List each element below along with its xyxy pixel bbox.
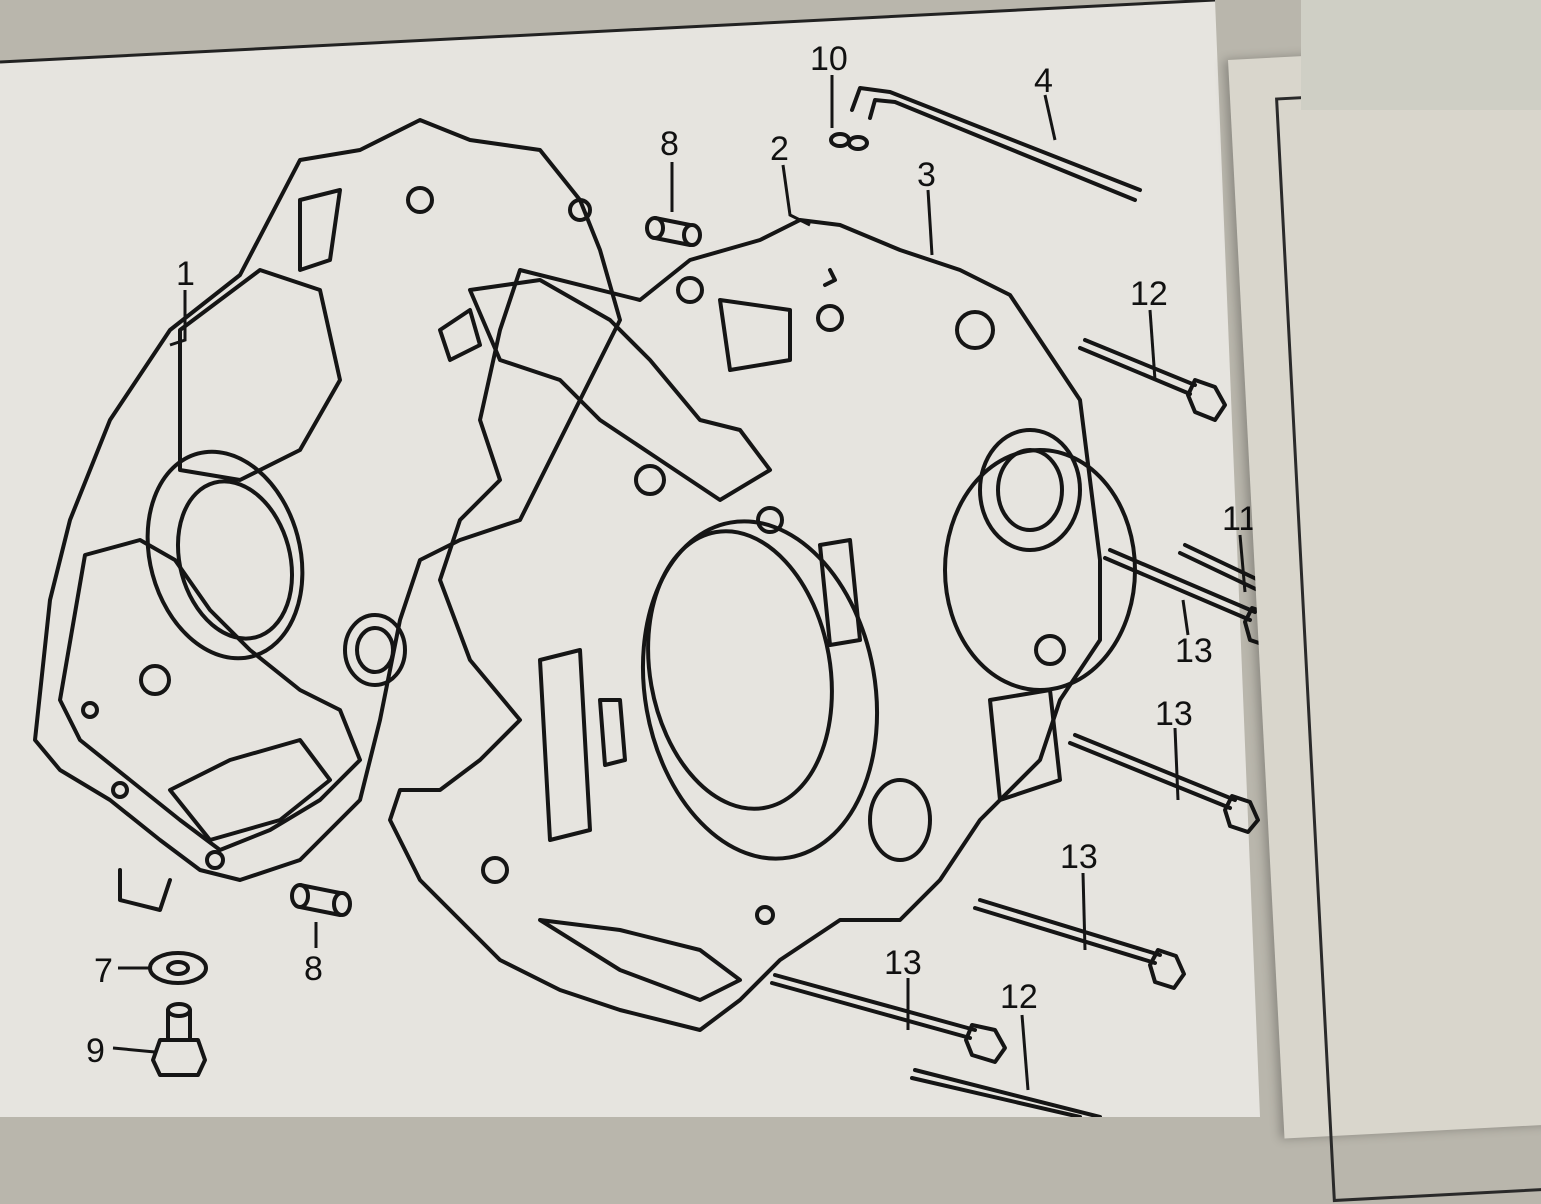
callout-13-b: 13 (1155, 695, 1193, 733)
drain-bolt (151, 1002, 207, 1077)
callout-10: 10 (810, 40, 848, 78)
manual-page: 1 2 3 4 7 8 8 9 10 11 12 12 13 13 13 13 (0, 0, 1314, 1117)
callout-7: 7 (94, 952, 113, 990)
crankcase-exploded-diagram: 1 2 3 4 7 8 8 9 10 11 12 12 13 13 13 13 (0, 0, 1314, 1117)
callout-3: 3 (917, 156, 936, 194)
callout-1: 1 (176, 255, 195, 293)
adjacent-page-frame (1275, 80, 1541, 1203)
callout-13-c: 13 (1060, 838, 1098, 876)
callout-8-bottom: 8 (304, 950, 323, 988)
bolt-13-c (973, 898, 1186, 990)
callout-13-a: 13 (1175, 632, 1213, 670)
callout-12-upper: 12 (1130, 275, 1168, 313)
callout-12-lower: 12 (1000, 978, 1038, 1016)
dowel-pin-bottom (290, 883, 352, 917)
breather-tube (850, 86, 1142, 202)
callout-13-d: 13 (884, 944, 922, 982)
left-crankcase-half (33, 118, 622, 912)
callout-8-top: 8 (660, 125, 679, 163)
callout-2: 2 (770, 130, 789, 168)
page-edge-strip (1301, 0, 1541, 110)
bolt-13-d (770, 973, 1007, 1064)
callout-9: 9 (86, 1032, 105, 1070)
hose-clip (829, 132, 869, 151)
leader-lines (112, 75, 1247, 1091)
dowel-pin-top (645, 216, 702, 247)
adjacent-page (1228, 42, 1541, 1203)
callout-4: 4 (1034, 62, 1053, 100)
bolt-13-b (1068, 733, 1260, 834)
right-crankcase-half (388, 218, 1137, 1032)
bolt-12-upper (1078, 338, 1227, 422)
bolt-12-lower (910, 1068, 1102, 1117)
